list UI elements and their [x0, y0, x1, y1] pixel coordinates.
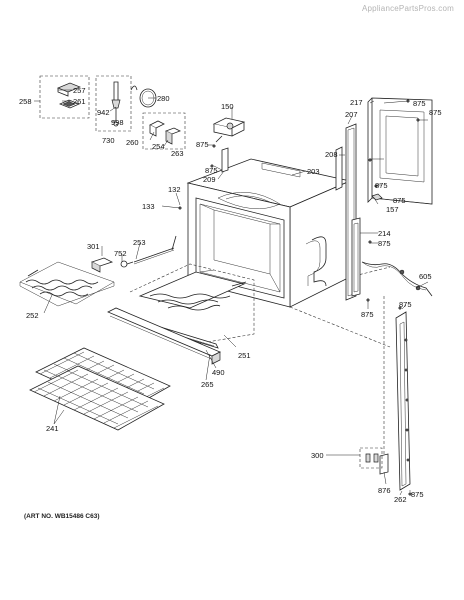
- label-260: 260: [126, 138, 139, 147]
- label-261: 261: [73, 97, 86, 106]
- label-241: 241: [46, 424, 59, 433]
- label-257: 257: [73, 86, 86, 95]
- part-253[interactable]: [133, 235, 177, 265]
- label-254: 254: [152, 142, 165, 151]
- label-262: 262: [394, 495, 407, 504]
- label-263: 263: [171, 149, 184, 158]
- label-217: 217: [350, 98, 363, 107]
- label-998: 998: [111, 118, 124, 127]
- part-251-bake-element[interactable]: [129, 263, 255, 345]
- label-875-d: 875: [429, 108, 442, 117]
- label-875-c: 875: [413, 99, 426, 108]
- label-253: 253: [133, 238, 146, 247]
- part-262-trim[interactable]: [395, 311, 411, 491]
- label-875-a: 875: [196, 140, 209, 149]
- label-301: 301: [87, 242, 100, 251]
- part-group-730[interactable]: [95, 75, 132, 132]
- label-875-e: 875: [375, 181, 388, 190]
- label-942: 942: [97, 108, 110, 117]
- part-605-harness[interactable]: [361, 261, 433, 297]
- label-203: 203: [307, 167, 320, 176]
- label-209: 209: [203, 175, 216, 184]
- part-301[interactable]: [90, 257, 114, 273]
- label-133: 133: [142, 202, 155, 211]
- label-730: 730: [102, 136, 115, 145]
- oven-cavity-assembly[interactable]: [186, 147, 391, 348]
- label-132: 132: [168, 185, 181, 194]
- label-150: 150: [221, 102, 234, 111]
- label-280: 280: [157, 94, 170, 103]
- label-207: 207: [345, 110, 358, 119]
- screw-markers: [178, 99, 420, 496]
- label-875-h: 875: [399, 300, 412, 309]
- label-208: 208: [325, 150, 338, 159]
- part-265-trim[interactable]: [107, 307, 221, 365]
- label-490: 490: [212, 368, 225, 377]
- part-labels: 258 257 261 942 998 730 280 150 260 254 …: [19, 86, 442, 504]
- label-876: 876: [378, 486, 391, 495]
- label-752: 752: [114, 249, 127, 258]
- part-752[interactable]: [120, 260, 134, 268]
- leader-lines: [34, 89, 429, 496]
- part-214-rail[interactable]: [351, 217, 361, 297]
- art-number: (ART NO. WB15486 C63): [24, 513, 100, 520]
- label-605: 605: [419, 272, 432, 281]
- part-group-300[interactable]: [359, 447, 383, 469]
- part-208-duct[interactable]: [335, 146, 343, 191]
- label-875-i: 875: [361, 310, 374, 319]
- label-875-g: 875: [378, 239, 391, 248]
- part-150-latch[interactable]: [212, 117, 246, 143]
- part-217-side-panel[interactable]: [367, 97, 433, 205]
- part-241-oven-racks[interactable]: [29, 347, 171, 431]
- part-876[interactable]: [379, 296, 389, 475]
- label-300: 300: [311, 451, 324, 460]
- label-252: 252: [26, 311, 39, 320]
- label-875-b: 875: [205, 166, 218, 175]
- label-265: 265: [201, 380, 214, 389]
- label-214: 214: [378, 229, 391, 238]
- label-251: 251: [238, 351, 251, 360]
- part-280[interactable]: [130, 85, 157, 108]
- watermark: AppliancePartsPros.com: [362, 4, 454, 13]
- label-157: 157: [386, 205, 399, 214]
- part-group-260[interactable]: [142, 112, 186, 150]
- label-258: 258: [19, 97, 32, 106]
- part-252-broil-element[interactable]: [19, 261, 115, 307]
- label-875-f: 875: [393, 196, 406, 205]
- label-875-j: 875: [411, 490, 424, 499]
